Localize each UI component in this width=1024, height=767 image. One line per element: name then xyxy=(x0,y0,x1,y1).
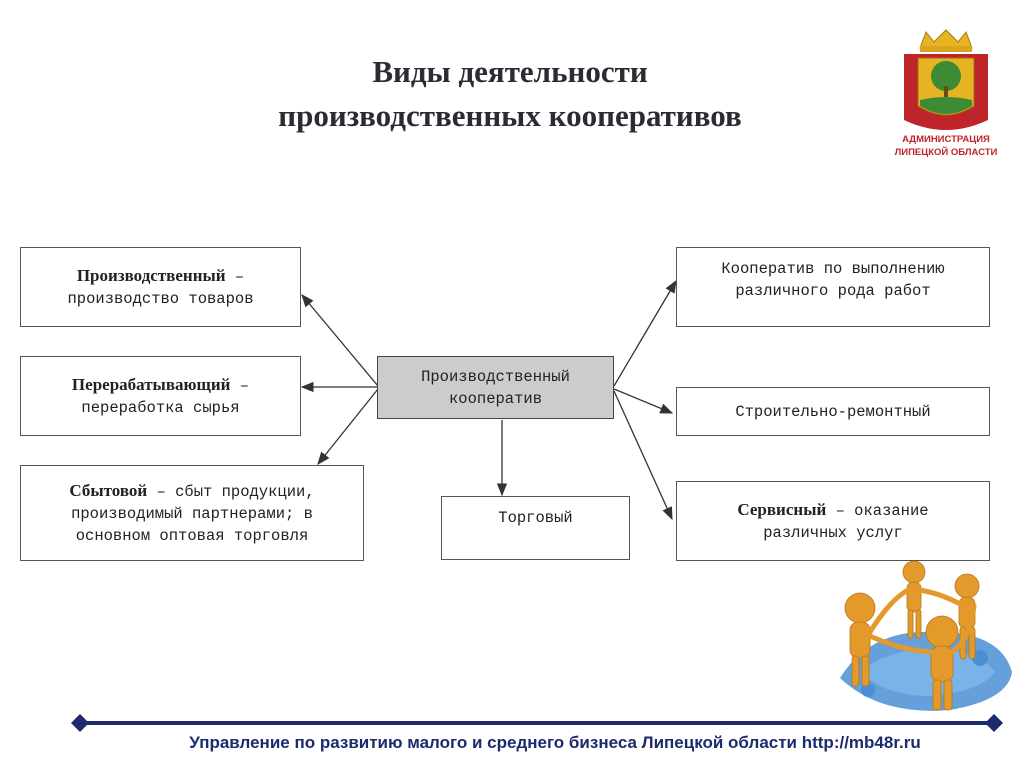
box-right-1-line-2: различного рода работ xyxy=(735,282,931,300)
page-title: Виды деятельности производственных коопе… xyxy=(150,50,870,138)
box-right-3-line-1: Сервисный – оказание xyxy=(737,499,928,522)
footer-divider xyxy=(71,714,1003,732)
center-line-1: Производственный xyxy=(421,367,570,386)
box-left-1-line-1: Производственный – xyxy=(77,265,244,288)
box-left-3-rest: – сбыт продукции, xyxy=(147,482,315,501)
box-left-3-bold: Сбытовой xyxy=(69,480,148,500)
box-left-1-line-2: производство товаров xyxy=(67,289,254,308)
box-left-2-bold: Перерабатывающий xyxy=(71,374,231,394)
arrow-to-right-2 xyxy=(613,388,674,414)
footer-text: Управление по развитию малого и среднего… xyxy=(189,733,921,752)
emblem-line-2: ЛИПЕЦКОЙ ОБЛАСТИ xyxy=(894,147,998,158)
box-left-1-rest: – xyxy=(225,267,245,286)
box-right-3-bold: Сервисный xyxy=(737,499,827,519)
box-left-3-line-3: основном оптовая торговля xyxy=(75,526,309,545)
box-left-2-line-2: переработка сырья xyxy=(81,398,240,417)
box-left-1-bold: Производственный xyxy=(76,265,226,285)
arrow-to-left-3 xyxy=(317,388,379,466)
box-right-construction: Строительно-ремонтный xyxy=(676,387,990,436)
box-bottom-trade: Торговый xyxy=(441,496,630,560)
box-right-works: Кооператив по выполнению различного рода… xyxy=(676,247,990,327)
box-left-processing: Перерабатывающий – переработка сырья xyxy=(20,356,301,436)
title-line-1: Виды деятельности xyxy=(372,54,648,89)
box-left-2-rest: – xyxy=(230,376,250,395)
box-right-2-line-1: Строительно-ремонтный xyxy=(735,402,931,421)
box-left-3-line-1: Сбытовой – сбыт продукции, xyxy=(69,480,314,503)
box-bottom-label: Торговый xyxy=(498,509,573,527)
arrow-to-right-3 xyxy=(613,390,673,521)
box-right-3-line-2: различных услуг xyxy=(763,523,903,542)
center-line-2: кооператив xyxy=(448,389,542,408)
center-box-production-cooperative: Производственный кооператив xyxy=(377,356,614,419)
box-left-3-line-2: производимый партнерами; в xyxy=(71,504,313,523)
box-right-3-rest: – оказание xyxy=(826,501,929,520)
arrow-to-right-1 xyxy=(613,279,677,387)
title-line-2: производственных кооперативов xyxy=(278,98,742,133)
emblem-line-1: АДМИНИСТРАЦИЯ xyxy=(902,134,990,145)
box-left-2-line-1: Перерабатывающий – xyxy=(72,374,249,397)
box-left-production: Производственный – производство товаров xyxy=(20,247,301,327)
box-right-service: Сервисный – оказание различных услуг xyxy=(676,481,990,561)
people-puzzle-circle-icon xyxy=(840,560,1012,711)
box-right-1-line-1: Кооператив по выполнению xyxy=(721,260,945,278)
arrow-to-left-1 xyxy=(301,294,379,387)
lipetsk-coat-of-arms-icon xyxy=(904,29,988,130)
emblem-caption: АДМИНИСТРАЦИЯ ЛИПЕЦКОЙ ОБЛАСТИ xyxy=(888,133,1004,159)
box-left-sales: Сбытовой – сбыт продукции, производимый … xyxy=(20,465,364,561)
